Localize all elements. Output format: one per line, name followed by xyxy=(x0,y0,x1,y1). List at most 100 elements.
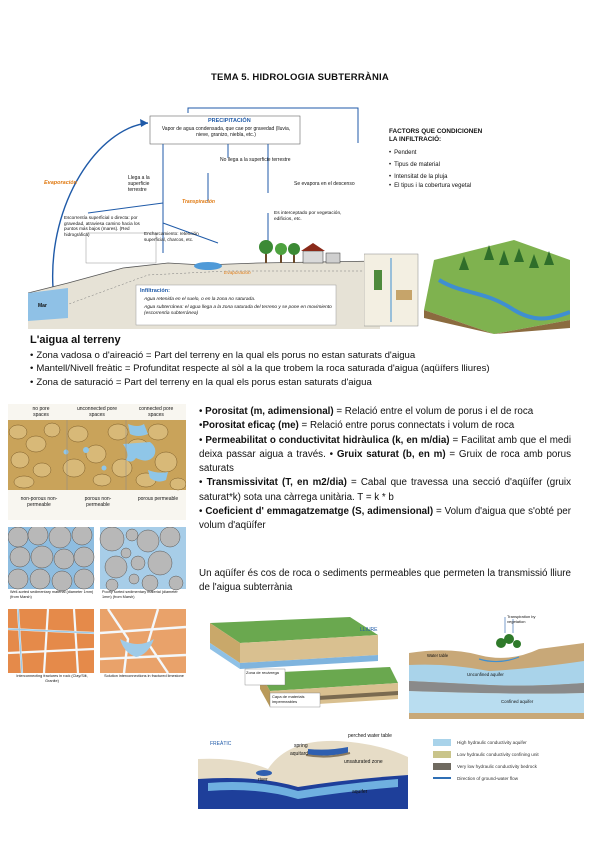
legend-label: Low hydraulic conductivity confining uni… xyxy=(457,751,539,757)
legend-label: High hydraulic conductivity aquifer xyxy=(457,739,527,745)
legend-swatch xyxy=(433,750,451,758)
pore-types-figure: no pore spaces unconnected pore spaces c… xyxy=(8,404,187,520)
factors-list: Pendent Tipus de material Intensitat de … xyxy=(389,147,489,190)
fracture-figure: Interconnecting fractures in rock (Clay/… xyxy=(7,608,187,689)
llega-label: Llega a la superficie terrestre xyxy=(128,175,150,193)
landscape-svg xyxy=(363,240,571,334)
grain-caption: Poorly sorted sedimentary material (diam… xyxy=(102,590,178,599)
evaporation-arrow xyxy=(51,122,149,289)
pore-top-label: unconnected pore spaces xyxy=(76,406,118,418)
property-porosity: • Porositat (m, adimensional) = Relació … xyxy=(199,406,534,417)
trees xyxy=(259,240,300,263)
legend-item: Direction of ground-water flow xyxy=(433,772,583,784)
fracture-caption: Interconnecting fractures in rock (Clay/… xyxy=(16,674,88,683)
pore-bottom-label: porous permeable xyxy=(137,496,179,502)
legend-item: Very low hydraulic conductivity bedrock xyxy=(433,760,583,772)
pore-top-label: connected pore spaces xyxy=(138,406,174,418)
perched-water-table-figure: FREÀTIC spring aquitard perched water ta… xyxy=(198,729,408,809)
zone-item: Zona de saturació = Part del terreny en … xyxy=(30,376,590,389)
transpiration-text: Transpiration by vegetation xyxy=(507,614,536,624)
porosity-term: Porositat (m, adimensional) xyxy=(205,406,334,417)
factor-item: Tipus de material xyxy=(389,159,489,171)
factor-item: Pendent xyxy=(389,147,489,159)
property-storage: • Coeficient d' emmagatzematge (S, adime… xyxy=(199,506,571,532)
effective-porosity-term: Porositat eficaç (me) xyxy=(202,420,299,432)
block-label: Capa de materials impermeables xyxy=(272,694,305,704)
sea-label: Mar xyxy=(38,303,47,309)
perched-tag: FREÀTIC xyxy=(210,741,232,747)
grain-packing-figure: Well-sorted sedimentary material (diamet… xyxy=(7,524,186,607)
infiltration-item-1: Agua retenida en el suelo, o en la zona … xyxy=(144,297,256,302)
aquifer-definition: Un aqüífer és cos de roca o sediments pe… xyxy=(199,568,571,594)
transmissivity-def: = Cabal que travessa una secció d'aqüífe… xyxy=(199,477,571,503)
evaporation2-label: Evaporación xyxy=(224,271,251,276)
pore-svg xyxy=(8,404,187,520)
porosity-def: = Relació entre el volum de porus i el d… xyxy=(333,406,534,417)
effective-porosity-def: = Relació entre porus connectats i volum… xyxy=(298,420,515,432)
precipitation-title: PRECIPITACIÓN xyxy=(208,118,251,124)
legend-swatch xyxy=(433,738,451,746)
thickness-term: Gruix saturat (b, en m) xyxy=(336,448,446,460)
aquitard-label: aquitard xyxy=(290,751,309,757)
evaporation-label: Evaporación xyxy=(44,180,78,186)
houses xyxy=(301,243,341,264)
legend-label: Direction of ground-water flow xyxy=(457,775,519,781)
hydro-legend: High hydraulic conductivity aquifer Low … xyxy=(433,736,583,784)
property-transmissivity: • Transmissivitat (T, en m2/dia) = Cabal… xyxy=(199,477,571,503)
legend-item: Low hydraulic conductivity confining uni… xyxy=(433,748,583,760)
free-aquifer-tag: LLIURE xyxy=(360,627,378,633)
transpiration-label: Transpiración xyxy=(182,199,215,205)
infiltration-factors: FACTORS QUE CONDICIONEN LA INFILTRACIÓ: … xyxy=(389,128,489,190)
unsaturated-zone-label: unsaturated zone xyxy=(344,759,383,765)
intercepted-label: Es interceptado por vegetación, edificio… xyxy=(274,211,342,222)
infiltration-item-2: Agua subterránea: el agua llega a la zon… xyxy=(144,305,332,316)
pore-bottom-label: porous non-permeable xyxy=(84,496,112,508)
transmissivity-term: Transmissivitat (T, en m2/dia) xyxy=(206,477,347,489)
thickness-def: = Gruix de roca amb porus saturats xyxy=(199,448,571,475)
aquifer-label: aquifer xyxy=(352,789,368,795)
water-cycle-svg xyxy=(27,107,381,329)
runoff-label: Escorrentía superficial o directa: por g… xyxy=(64,215,140,237)
grain-caption: Well-sorted sedimentary material (diamet… xyxy=(10,590,94,599)
zone-item: Mantell/Nivell freàtic = Profunditat res… xyxy=(30,362,590,375)
water-table-text: Water table xyxy=(427,653,449,658)
precipitation-text: Vapor de agua condensada, que cae por gr… xyxy=(161,126,291,138)
storage-def: = Volum d'aigua que s'obté per volum d'a… xyxy=(199,506,571,532)
permeability-term: Permeabilitat o conductivitat hidràulica… xyxy=(205,434,450,446)
spring-label: spring xyxy=(294,743,308,749)
legend-swatch xyxy=(433,762,451,770)
factor-item: El tipus i la cobertura vegetal xyxy=(389,183,489,190)
river-label: river xyxy=(258,777,268,783)
legend-item: High hydraulic conductivity aquifer xyxy=(433,736,583,748)
perched-label: perched water table xyxy=(348,733,392,739)
aquifer-block-diagram: LLIURE Zona de recàrrega Capa de materia… xyxy=(200,613,400,713)
factors-heading: FACTORS QUE CONDICIONEN LA INFILTRACIÓ: xyxy=(389,128,483,143)
page-title: TEMA 5. HIDROLOGIA SUBTERRÀNIA xyxy=(211,72,389,83)
zone-item: Zona vadosa o d'aireació = Part del terr… xyxy=(30,349,590,362)
legend-label: Very low hydraulic conductivity bedrock xyxy=(457,763,537,769)
fracture-caption: Solution interconnections in fractured l… xyxy=(104,674,184,678)
flow-arrow-icon xyxy=(433,777,451,779)
property-effective-porosity: •Porositat eficaç (me) = Relació entre p… xyxy=(199,420,515,432)
se-evapora-label: Se evapora en el descenso xyxy=(294,181,355,187)
sea-shape xyxy=(28,288,68,321)
fracture-svg xyxy=(7,608,187,674)
aquifer-cross-section: Transpiration by vegetation Water table … xyxy=(409,613,584,719)
unconfined-aquifer-text: Unconfined aquifer xyxy=(467,672,504,677)
permeability-def: = Facilitat amb que el medi deixa passar… xyxy=(199,434,571,460)
water-in-ground-heading: L'aigua al terreny xyxy=(30,334,121,346)
water-cycle-diagram: PRECIPITACIÓN Vapor de agua condensada, … xyxy=(27,103,381,329)
block-label: Zona de recàrrega xyxy=(246,670,279,675)
infiltration-landscape-figure xyxy=(363,240,571,334)
property-permeability: • Permeabilitat o conductivitat hidràuli… xyxy=(199,434,571,475)
pore-bottom-label: non-porous non-permeable xyxy=(20,496,58,508)
block-svg xyxy=(210,617,398,708)
factor-item: Intensitat de la pluja xyxy=(389,171,489,183)
cross-svg xyxy=(409,613,584,719)
aquifer-properties: • Porositat (m, adimensional) = Relació … xyxy=(199,405,571,534)
pore-top-label: no pore spaces xyxy=(32,406,50,418)
precipitation-box xyxy=(149,115,301,145)
water-in-ground-list: Zona vadosa o d'aireació = Part del terr… xyxy=(30,349,590,389)
infiltration-title: Infiltración: xyxy=(140,288,170,294)
no-llega-label: No llega a la superficie terrestre xyxy=(220,157,291,163)
